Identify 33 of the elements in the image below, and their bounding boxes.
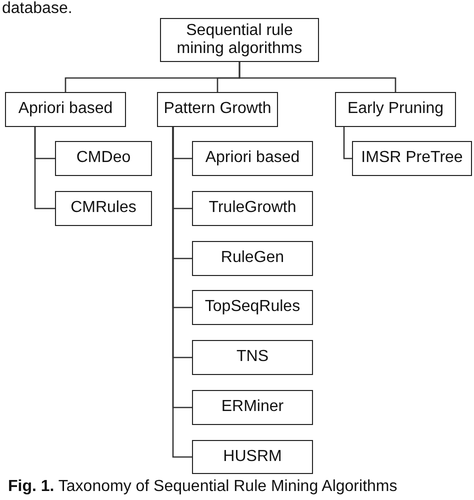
node-label: CMRules — [70, 199, 136, 218]
category-box — [192, 191, 313, 226]
category-box — [192, 390, 313, 425]
node-label: Early Pruning — [347, 100, 444, 119]
category-box — [55, 141, 152, 176]
node-label: TopSeqRules — [204, 298, 300, 317]
connector-line — [34, 127, 55, 210]
node-label: HUSRM — [223, 448, 282, 466]
figure-caption: Fig. 1. Taxonomy of Sequential Rule Mining Algorithms — [8, 478, 398, 496]
category-box — [192, 290, 313, 325]
node-label: IMSR PreTree — [361, 149, 463, 168]
root-box — [160, 18, 319, 62]
category-box — [192, 241, 313, 276]
category-box — [352, 141, 472, 176]
category-box — [192, 141, 313, 176]
node-label: Apriori based — [18, 100, 113, 119]
category-box — [192, 440, 313, 474]
node-label: Pattern Growth — [164, 100, 272, 119]
node-label: TruleGrowth — [208, 199, 296, 218]
node-label: TNS — [236, 348, 268, 367]
category-box — [192, 340, 313, 375]
category-box — [5, 92, 126, 127]
node-label: CMDeo — [76, 149, 131, 168]
category-box — [335, 92, 456, 127]
node-label: Sequential rule mining algorithms — [176, 22, 304, 58]
category-box — [157, 92, 278, 127]
category-box — [55, 191, 152, 226]
node-label: ERMiner — [221, 398, 284, 417]
connector-line — [343, 127, 352, 160]
node-label: Apriori based — [205, 149, 300, 168]
body-text: database. — [2, 0, 72, 18]
node-label: RuleGen — [220, 249, 284, 268]
connector-line — [238, 62, 396, 92]
